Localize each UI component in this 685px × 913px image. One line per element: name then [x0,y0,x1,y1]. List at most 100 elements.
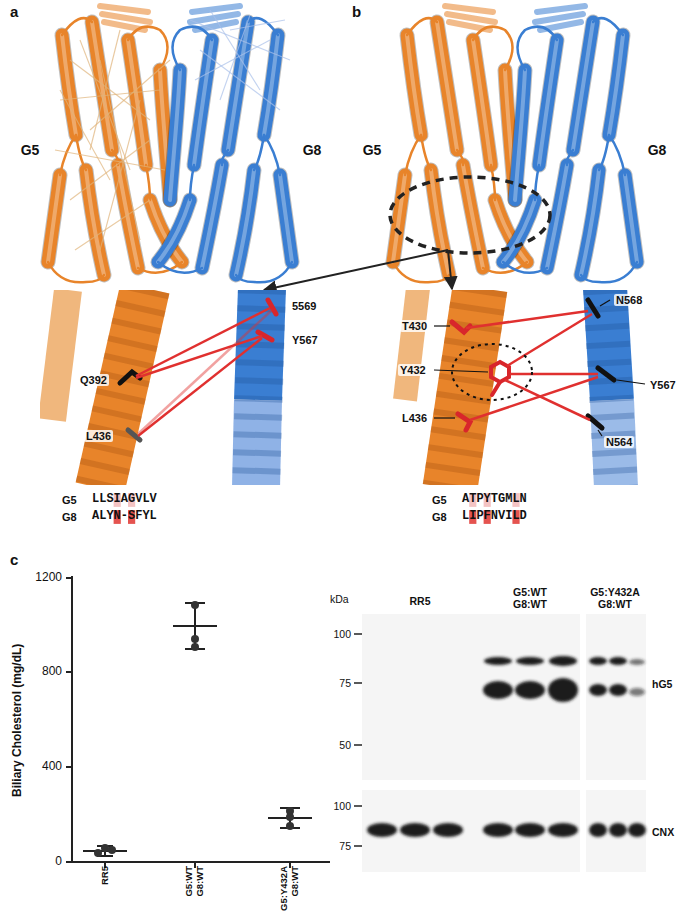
residue-label: N564 [604,436,634,449]
inset-view [458,414,470,430]
sequence-alignment: ALYN-SFYL [92,510,157,524]
inset-view [405,290,418,400]
crosslink-lines [100,100,140,250]
sequence-name: G8 [62,511,77,524]
inset-view [507,314,592,366]
data-point [108,846,116,854]
crosslink-lines [55,150,165,170]
chain-label: G5 [21,142,40,158]
inset-view [136,308,272,436]
data-point [191,635,199,643]
inset-view [605,290,616,485]
western-blot [548,823,578,837]
data-point [101,844,109,852]
inset-view [450,290,480,485]
western-blot [589,823,607,837]
pointer-arrow [448,250,452,289]
marker-label: kDa [330,593,349,605]
inset-view [452,344,532,400]
western-blot [354,805,362,807]
category-label: RR5 [100,866,111,911]
inset-view [466,311,588,328]
western-blot [589,684,607,696]
residue-label: Q392 [78,374,109,387]
western-blot [483,823,513,837]
western-blot [367,823,397,837]
chart-axes [66,577,72,579]
western-blot [629,688,645,696]
inset-view [588,300,598,316]
chart-axes [66,766,72,768]
inset-view [598,368,614,380]
inset-view [466,311,598,420]
crosslink-lines [195,40,270,80]
western-blot [354,633,362,635]
blot-label: RR5 [409,595,430,607]
inset-view [100,290,145,485]
leader-line [434,325,450,326]
western-blot [586,614,646,780]
axis-title: Biliary Cholesterol (mg/dL) [11,643,25,796]
axis-tick-label: 1200 [35,571,62,585]
inset-view [452,300,614,430]
western-blot [515,823,545,837]
data-point [94,849,102,857]
marker-label: 50 [339,739,351,751]
residue-label: 5569 [290,300,318,313]
western-blot [628,823,646,837]
mean-sd-bars [83,603,312,856]
data-point [286,822,294,830]
inset-view [505,380,590,420]
pointer-arrow [264,250,452,290]
residue-label: L436 [400,412,429,425]
crosslink-lines [55,30,170,250]
chart-axes [71,861,330,863]
protein-structure [48,6,292,282]
western-blot [367,656,646,837]
data-point [191,601,199,609]
marker-label: 75 [339,677,351,689]
panel-letter: b [352,3,361,20]
protein-structure [48,6,292,282]
inset-view [588,416,602,428]
western-blot [586,790,646,872]
western-blot [354,845,362,847]
western-blot [515,681,545,699]
western-blot [362,614,580,780]
blot-label: G5:WT G8:WT [505,586,555,610]
crosslink-lines [190,10,290,110]
western-blot [589,657,607,665]
inset-view [491,362,509,382]
leader-line [434,417,455,418]
inset-view [52,290,276,485]
leader-line [434,370,488,372]
marker-label: 75 [339,840,351,852]
sequence-alignment: LIPFNVILD [462,510,527,524]
western-blot [362,790,580,872]
crosslink-lines [220,15,250,100]
western-blot [400,823,430,837]
category-label: G5:WT G8:WT [184,866,206,911]
leader-line [434,300,645,436]
data-point [286,813,294,821]
residue-label: N568 [614,294,644,307]
leader-line [600,300,610,306]
chain-label: G5 [363,142,382,158]
western-blot [609,684,627,696]
inset-view [470,377,598,420]
inset-view [52,290,68,420]
sequence-name: G5 [62,494,77,507]
data-point [94,601,294,857]
western-blot [484,657,512,665]
inset-view [120,300,276,440]
chart-axes [66,671,72,673]
residue-label: L436 [84,430,113,443]
axis-tick-label: 0 [55,855,62,869]
crosslink-lines [55,10,290,250]
sequence-alignment: LLSIAGVLV [92,493,157,507]
axis-tick-label: 400 [42,760,62,774]
leader-line [598,430,602,436]
crosslink-lines [60,90,160,100]
